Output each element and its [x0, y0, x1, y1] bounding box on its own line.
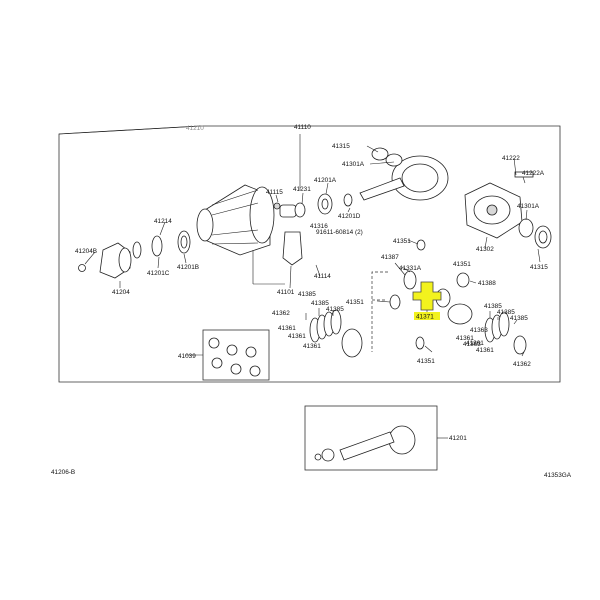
label-41385-d: 41385 [484, 303, 502, 310]
label-41361-d: 41361 [456, 335, 474, 342]
label-41201d: 41201D [338, 213, 361, 220]
label-41039: 41039 [178, 353, 196, 360]
label-41351-mid: 41351 [453, 261, 471, 268]
label-41214: 41214 [154, 218, 172, 225]
label-41351-left: 41351 [346, 299, 364, 306]
differential-case [464, 171, 552, 249]
label-41204b: 41204B [75, 248, 97, 255]
label-41385-a: 41385 [298, 291, 316, 298]
label-41210: 41210 [186, 125, 204, 132]
pinion-shaft-spider-highlighted [412, 281, 442, 311]
label-41231: 41231 [293, 186, 311, 193]
label-41101: 41101 [277, 289, 295, 296]
label-41388: 41388 [478, 280, 496, 287]
carrier-housing [196, 184, 281, 256]
drawing-code-right: 41353GA [544, 472, 572, 479]
label-41301a: 41301A [342, 161, 365, 168]
label-41385-f: 41385 [510, 315, 528, 322]
ring-gear-assembly [359, 147, 449, 201]
label-41361-e: 41361 [466, 340, 484, 347]
leader-lines [84, 134, 541, 439]
label-41302: 41302 [476, 246, 494, 253]
limited-slip-internals [309, 239, 527, 358]
label-41361-f: 41361 [476, 347, 494, 354]
label-41363-a: 41363 [470, 327, 488, 334]
label-41387: 41387 [381, 254, 399, 261]
companion-flange [78, 230, 191, 279]
label-41222a: 41222A [522, 170, 545, 177]
drawing-code-left: 41206-B [51, 469, 75, 476]
label-41362-left: 41362 [272, 310, 290, 317]
label-41351-bottom: 41351 [417, 358, 435, 365]
label-41115: 41115 [266, 189, 283, 196]
label-41114: 41114 [314, 273, 331, 280]
label-41361-c: 41361 [303, 343, 321, 350]
label-41361-b: 41361 [288, 333, 306, 340]
kit-41039-parts [208, 337, 261, 377]
label-41351-top: 41351 [393, 238, 411, 245]
label-41204: 41204 [112, 289, 130, 296]
case-dashed-bracket [371, 271, 388, 352]
pinion-bearings [279, 193, 353, 218]
label-41222: 41222 [502, 155, 520, 162]
label-41315-right: 41315 [530, 264, 548, 271]
ring-pinion-set [314, 425, 416, 462]
label-41316: 41316 [310, 223, 328, 230]
label-41331a: 41331A [399, 265, 422, 272]
callout-labels: 41110 41210 41315 41301A 41222 41222A 41… [51, 124, 572, 479]
label-41301a-right: 41301A [517, 203, 540, 210]
label-41201a: 41201A [314, 177, 337, 184]
label-41385-b: 41385 [311, 300, 329, 307]
label-41363-b: 41363 [463, 341, 481, 348]
bearing-cap [282, 231, 303, 266]
label-41201c: 41201C [147, 270, 170, 277]
label-41385-c: 41385 [326, 306, 344, 313]
label-41371: 41371 [416, 314, 434, 321]
label-41201: 41201 [449, 435, 467, 442]
label-41315: 41315 [332, 143, 350, 150]
label-41110: 41110 [294, 124, 311, 131]
label-41362-right: 41362 [513, 361, 531, 368]
label-41361-a: 41361 [278, 325, 296, 332]
label-41385-e: 41385 [497, 309, 515, 316]
label-41371-highlight [414, 312, 440, 320]
label-41201b: 41201B [177, 264, 199, 271]
label-91611-60814: 91611-60814 (2) [316, 229, 363, 236]
